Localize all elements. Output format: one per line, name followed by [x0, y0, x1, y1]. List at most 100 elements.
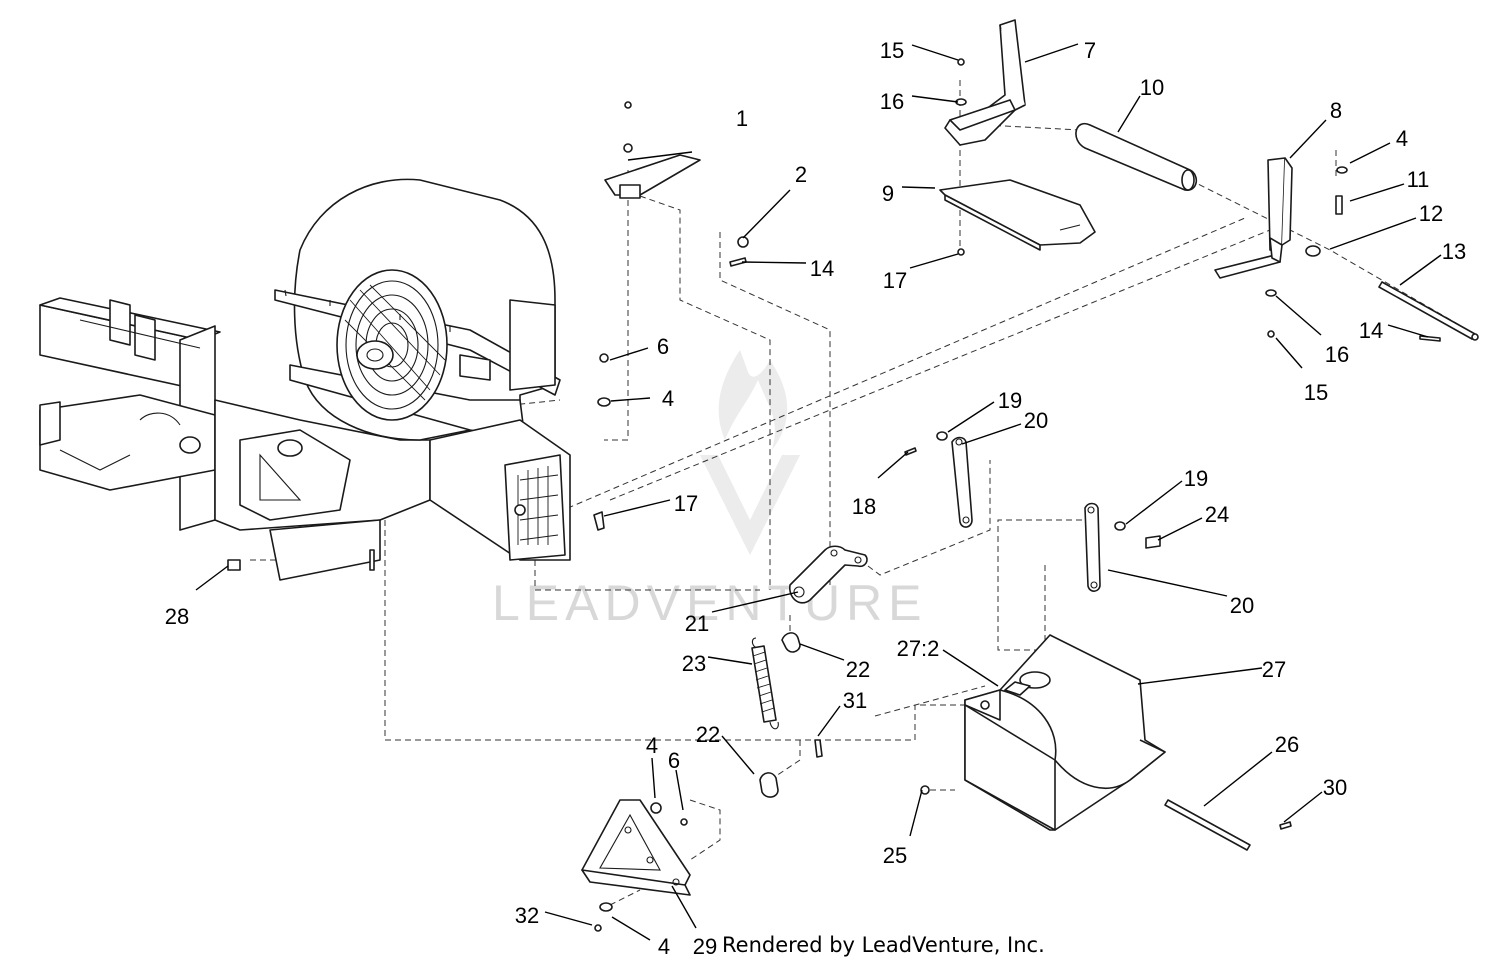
callout-17: 17 — [883, 253, 959, 293]
callout-number: 19 — [1184, 466, 1208, 491]
callout-number: 12 — [1419, 201, 1443, 226]
callout-15: 15 — [1275, 337, 1328, 405]
callout-number: 28 — [165, 604, 189, 629]
callout-number: 31 — [843, 688, 867, 713]
callout-leader-line — [742, 189, 791, 239]
callout-number: 7 — [1084, 38, 1096, 63]
callout-number: 22 — [696, 722, 720, 747]
part-1-bracket — [604, 101, 701, 199]
part-13-rod — [1378, 281, 1479, 341]
callout-20: 20 — [1107, 569, 1254, 618]
callout-29: 29 — [671, 885, 717, 959]
callout-15: 15 — [880, 38, 959, 63]
callout-19: 19 — [947, 388, 1022, 433]
render-credit: Rendered by LeadVenture, Inc. — [722, 933, 1045, 957]
callout-7: 7 — [1024, 38, 1096, 63]
callout-number: 27 — [1262, 657, 1286, 682]
callout-leader-line — [1349, 142, 1391, 164]
callout-leader-line — [1137, 667, 1263, 685]
callout-leader-line — [195, 565, 229, 591]
callout-number: 15 — [1304, 380, 1328, 405]
callout-23: 23 — [682, 651, 753, 676]
callout-leader-line — [1107, 569, 1228, 597]
callout-number: 10 — [1140, 75, 1164, 100]
callout-14: 14 — [741, 256, 834, 281]
callout-leader-line — [1399, 254, 1442, 286]
callout-6: 6 — [668, 748, 684, 811]
callout-number: 18 — [852, 494, 876, 519]
callout-4: 4 — [646, 733, 658, 799]
callout-leader-line — [1275, 295, 1322, 336]
callout-number: 21 — [685, 611, 709, 636]
callout-number: 2 — [795, 162, 807, 187]
callout-11: 11 — [1349, 167, 1430, 202]
callout-14: 14 — [1359, 318, 1429, 343]
callout-number: 13 — [1442, 239, 1466, 264]
callout-leader-line — [877, 451, 909, 479]
callout-21: 21 — [685, 591, 799, 636]
blower-housing — [274, 178, 571, 561]
callout-leader-line — [1329, 217, 1417, 250]
callout-2: 2 — [742, 162, 807, 239]
part-27-discharge-chute — [964, 634, 1166, 831]
callout-leader-line — [1349, 183, 1405, 202]
callout-27: 27 — [1137, 657, 1286, 685]
callout-leader-line — [961, 423, 1022, 445]
callout-number: 9 — [882, 181, 894, 206]
callout-16: 16 — [1275, 295, 1349, 367]
callout-number: 22 — [846, 657, 870, 682]
callout-28: 28 — [165, 565, 229, 629]
hardware-fasteners — [227, 58, 1441, 932]
callout-number: 25 — [883, 843, 907, 868]
part-20-link-lower — [1084, 502, 1101, 592]
callout-20: 20 — [961, 408, 1048, 445]
leadventure-watermark: LEADVENTURE — [492, 350, 922, 631]
callout-number: 6 — [657, 334, 669, 359]
callout-22: 22 — [799, 643, 870, 682]
callout-number: 17 — [674, 491, 698, 516]
callout-number: 8 — [1330, 98, 1342, 123]
callout-number: 30 — [1323, 775, 1347, 800]
callout-leader-line — [1289, 119, 1327, 159]
part-8-bracket — [1214, 157, 1293, 279]
callout-4: 4 — [611, 916, 670, 959]
callout-leader-line — [707, 656, 753, 665]
part-9-plate — [939, 179, 1096, 251]
part-21-bellcrank — [789, 545, 868, 604]
callout-1: 1 — [627, 106, 748, 161]
callout-number: 27:2 — [897, 636, 940, 661]
callout-leader-line — [1157, 517, 1203, 541]
callout-leader-line — [721, 735, 755, 775]
callout-number: 6 — [668, 748, 680, 773]
callout-number: 15 — [880, 38, 904, 63]
callout-number: 4 — [658, 934, 670, 959]
callout-number: 32 — [515, 903, 539, 928]
callout-27:2: 27:2 — [897, 636, 999, 687]
callout-17: 17 — [603, 491, 698, 517]
callout-30: 30 — [1283, 775, 1347, 823]
callout-leader-line — [947, 401, 995, 433]
callout-number: 24 — [1205, 502, 1229, 527]
callout-18: 18 — [852, 451, 909, 519]
part-7-bracket — [944, 19, 1026, 146]
part-22-link-upper — [781, 632, 801, 653]
callout-number: 4 — [646, 733, 658, 758]
part-10-roller — [1075, 122, 1198, 191]
callout-leader-line — [911, 95, 959, 103]
callout-32: 32 — [515, 903, 593, 928]
callout-leader-line — [711, 591, 799, 613]
callout-leader-line — [611, 916, 651, 941]
callout-leader-line — [901, 186, 936, 189]
callout-number: 26 — [1275, 732, 1299, 757]
callout-leader-line — [741, 261, 807, 264]
callout-16: 16 — [880, 89, 959, 114]
callout-leader-line — [671, 885, 697, 929]
callout-leader-line — [909, 253, 959, 269]
callout-12: 12 — [1329, 201, 1443, 250]
callout-number: 11 — [1407, 167, 1430, 192]
callout-number: 23 — [682, 651, 706, 676]
callout-number: 20 — [1024, 408, 1048, 433]
callout-leader-line — [609, 347, 649, 361]
part-29-bracket — [581, 799, 691, 896]
